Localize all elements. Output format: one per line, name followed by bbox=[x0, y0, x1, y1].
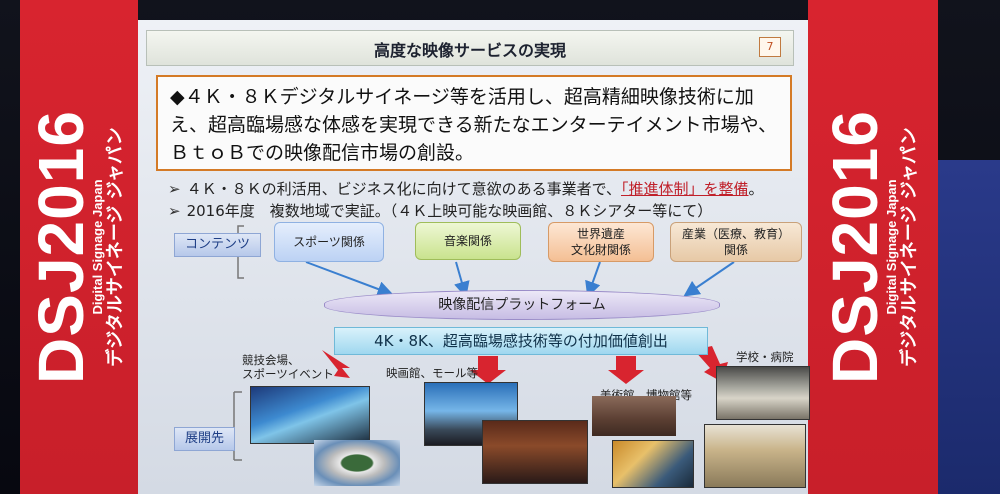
bullet-text: 2016年度 複数地域で実証。（４Ｋ上映可能な映画館、８Ｋシアター等にて） bbox=[186, 202, 713, 220]
banner-subtitle-jp: デジタルサイネージ ジャパン bbox=[899, 127, 920, 367]
left-banner: DSJ2016 Digital Signage Japan デジタルサイネージ … bbox=[20, 0, 138, 494]
arrow-heritage bbox=[585, 261, 601, 298]
bullet-item: ➢ ４Ｋ・８Ｋの利活用、ビジネス化に向けて意欲のある事業者で、「推進体制」を整備… bbox=[168, 178, 798, 200]
lead-text: ◆４Ｋ・８Ｋデジタルサイネージ等を活用し、超高精細映像技術に加え、超高臨場感な体… bbox=[170, 83, 778, 167]
arrow-red-2 bbox=[470, 356, 506, 384]
video-platform: 映像配信プラットフォーム bbox=[324, 290, 720, 320]
banner-subtitle-jp: デジタルサイネージ ジャパン bbox=[105, 127, 126, 367]
arrow-red-1 bbox=[322, 350, 350, 378]
bullet1-highlight: 「推進体制」を整備 bbox=[620, 180, 749, 198]
content-box-industry: 産業（医療、教育） 関係 bbox=[670, 222, 802, 262]
arrow-sports bbox=[305, 261, 394, 297]
bullet1-prefix: ４Ｋ・８Ｋの利活用、ビジネス化に向けて意欲のある事業者で、 bbox=[186, 180, 621, 198]
bullet-item: ➢ 2016年度 複数地域で実証。（４Ｋ上映可能な映画館、８Ｋシアター等にて） bbox=[168, 200, 798, 222]
contents-tag: コンテンツ bbox=[174, 233, 262, 257]
left-banner-text: DSJ2016 Digital Signage Japan デジタルサイネージ … bbox=[25, 110, 127, 384]
deploy-bracket bbox=[233, 391, 242, 461]
photo-cinema-hall bbox=[482, 420, 588, 484]
bullet1-suffix: 。 bbox=[748, 180, 764, 198]
photo-museum-painting bbox=[612, 440, 694, 488]
venue-label-cinema: 映画館、モール等 bbox=[386, 366, 478, 380]
lead-marker: ◆ bbox=[170, 86, 185, 108]
lead-box: ◆４Ｋ・８Ｋデジタルサイネージ等を活用し、超高精細映像技術に加え、超高臨場感な体… bbox=[156, 75, 792, 171]
page-number: 7 bbox=[759, 37, 781, 57]
venue-label-school: 学校・病院 bbox=[736, 350, 794, 364]
arrow-music bbox=[454, 261, 470, 298]
photo-museum-building bbox=[592, 396, 676, 436]
right-banner-text: DSJ2016 Digital Signage Japan デジタルサイネージ … bbox=[819, 110, 921, 384]
photo-stadium-aerial bbox=[314, 440, 400, 486]
stage-side-screen bbox=[930, 160, 1000, 494]
photo-stadium-screen bbox=[250, 386, 370, 444]
presentation-slide: 高度な映像サービスの実現 7 ◆４Ｋ・８Ｋデジタルサイネージ等を活用し、超高精細… bbox=[138, 20, 810, 494]
bullet-marker: ➢ bbox=[168, 202, 181, 220]
content-box-music: 音楽関係 bbox=[415, 222, 521, 260]
photo-hospital bbox=[704, 424, 806, 488]
arrow-industry bbox=[683, 261, 735, 297]
banner-title: DSJ2016 bbox=[25, 110, 97, 384]
arrow-red-3 bbox=[608, 356, 644, 384]
content-box-heritage: 世界遺産 文化財関係 bbox=[548, 222, 654, 262]
bullet-marker: ➢ bbox=[168, 180, 181, 198]
content-box-sports: スポーツ関係 bbox=[274, 222, 384, 262]
photo-school-screen bbox=[716, 366, 810, 420]
slide-title: 高度な映像サービスの実現 bbox=[373, 41, 566, 60]
venue-label-sports: 競技会場、 スポーツイベント bbox=[242, 353, 334, 381]
deploy-tag: 展開先 bbox=[174, 427, 236, 451]
slide-title-bar: 高度な映像サービスの実現 7 bbox=[146, 30, 794, 66]
value-creation-bar: 4K・8K、超高臨場感技術等の付加価値創出 bbox=[334, 327, 708, 355]
lead-body: ４Ｋ・８Ｋデジタルサイネージ等を活用し、超高精細映像技術に加え、超高臨場感な体感… bbox=[170, 86, 778, 164]
bullet-text: ４Ｋ・８Ｋの利活用、ビジネス化に向けて意欲のある事業者で、「推進体制」を整備。 bbox=[187, 178, 764, 200]
right-banner: DSJ2016 Digital Signage Japan デジタルサイネージ … bbox=[808, 0, 938, 494]
banner-title: DSJ2016 bbox=[819, 110, 891, 384]
bullet-list: ➢ ４Ｋ・８Ｋの利活用、ビジネス化に向けて意欲のある事業者で、「推進体制」を整備… bbox=[168, 178, 798, 222]
